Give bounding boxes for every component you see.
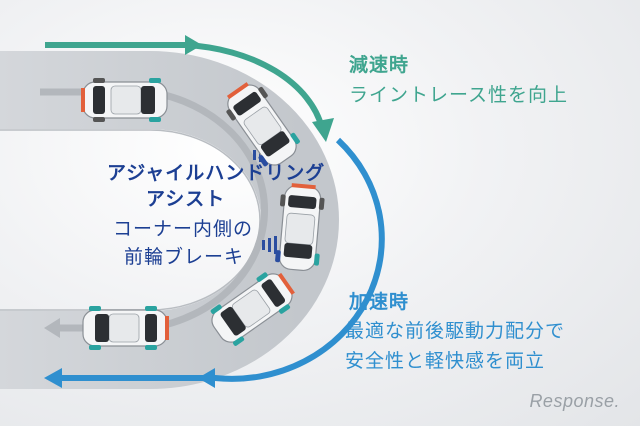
car-2 [226, 82, 300, 167]
car-4 [210, 272, 295, 346]
accel-arrow [55, 137, 385, 382]
decel-arrowhead-2 [312, 118, 334, 142]
accel-description-line1: 最適な前後駆動力配分で [345, 320, 566, 342]
car-1 [81, 78, 168, 122]
accel-arrowhead-2 [44, 368, 62, 388]
decel-arrowhead-1 [185, 35, 202, 55]
car-5 [82, 306, 169, 350]
brake-indicator-lower [262, 236, 277, 254]
decel-title: 減速時 [349, 54, 410, 76]
trajectory-line [40, 88, 269, 332]
road-inner-edge [0, 129, 261, 311]
agile-handling-title-line1: アジャイルハンドリング [107, 162, 326, 184]
watermark-logo: Response. [529, 391, 620, 411]
accel-title: 加速時 [349, 291, 410, 313]
decel-description: ライントレース性を向上 [349, 84, 569, 106]
accel-description-line2: 安全性と軽快感を両立 [345, 350, 546, 372]
accel-arrowhead-1 [198, 368, 215, 388]
trajectory-arrowhead-bottom [44, 318, 60, 338]
car-3 [275, 183, 325, 272]
agile-handling-desc-line2: 前輪ブレーキ [124, 246, 245, 268]
agile-handling-desc-line1: コーナー内側の [113, 218, 254, 240]
decel-arrow [45, 42, 325, 129]
agile-handling-title-line2: アシスト [146, 188, 226, 210]
